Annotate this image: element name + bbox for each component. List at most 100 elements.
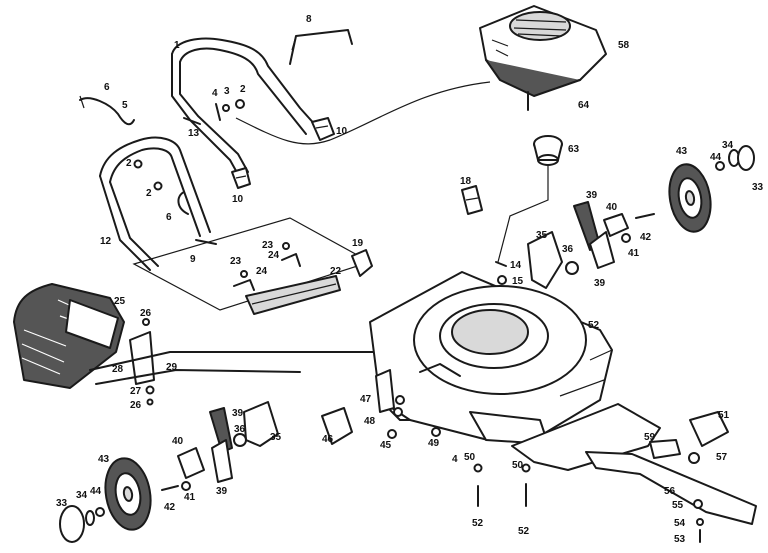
rear-axle-rod xyxy=(89,351,381,371)
bracket-part-18 xyxy=(461,185,483,215)
callout-43-right: 43 xyxy=(676,146,688,157)
mower-blade xyxy=(585,451,757,525)
callout-39-left-top: 39 xyxy=(232,408,244,419)
lever-bracket-left xyxy=(211,439,233,483)
lever-bracket-right xyxy=(589,231,615,269)
callout-26-top: 26 xyxy=(140,308,152,319)
callout-23-left: 23 xyxy=(230,256,242,267)
callout-39-right-top: 39 xyxy=(586,190,598,201)
callout-43-left: 43 xyxy=(98,454,110,465)
callout-52-left: 52 xyxy=(472,518,484,529)
callout-24-left: 24 xyxy=(256,266,268,277)
washer-part-44-left xyxy=(95,507,105,517)
washer-part-47-b xyxy=(393,407,403,417)
callout-51: 51 xyxy=(718,410,730,421)
bolt-part-26-top xyxy=(142,318,150,326)
callout-33-right: 33 xyxy=(752,182,764,193)
callout-44-right: 44 xyxy=(710,152,722,163)
blade-stiffener-part-59 xyxy=(649,439,681,459)
lower-handle xyxy=(99,136,211,271)
bracket-part-6 xyxy=(177,191,189,215)
callout-42-right: 42 xyxy=(640,232,652,243)
wheel-bolt-part-36-right xyxy=(565,261,579,275)
callout-54: 54 xyxy=(674,518,686,529)
knob-part-2-b xyxy=(153,181,163,191)
throttle-cable xyxy=(235,81,491,145)
callout-58: 58 xyxy=(618,40,630,51)
bracket-part-40-right xyxy=(603,213,629,237)
height-adjuster-plate-right xyxy=(527,231,563,289)
wheel-cover-part-33-right xyxy=(737,145,755,171)
washer-part-15 xyxy=(497,275,507,285)
bolt-part-23-b xyxy=(282,242,290,250)
callout-12: 12 xyxy=(100,236,112,247)
washer-part-50-right xyxy=(521,463,531,473)
bolt-part-42-right xyxy=(635,213,655,219)
callout-48: 48 xyxy=(364,416,376,427)
washer-part-54 xyxy=(696,518,704,526)
callout-34-left: 34 xyxy=(76,490,88,501)
callout-40-left: 40 xyxy=(172,436,184,447)
callout-1: 1 xyxy=(174,40,180,51)
callout-4: 4 xyxy=(212,88,218,99)
callout-35-left: 35 xyxy=(270,432,282,443)
bolt-part-23-a xyxy=(240,270,248,278)
bolt-part-4 xyxy=(215,103,221,121)
callout-47: 47 xyxy=(360,394,372,405)
knob-part-2-upper xyxy=(235,99,245,109)
callout-36-left: 36 xyxy=(234,424,246,435)
shaft-centerline xyxy=(497,166,549,263)
bolt-part-9 xyxy=(195,239,217,245)
callout-57: 57 xyxy=(716,452,728,463)
bolt-part-13 xyxy=(183,117,201,125)
callout-49: 49 xyxy=(428,438,440,449)
callout-6: 6 xyxy=(104,82,110,93)
callout-53: 53 xyxy=(674,534,686,545)
callout-2: 2 xyxy=(240,84,246,95)
nut-part-45 xyxy=(387,429,397,439)
wheel-bolt-part-36-left xyxy=(233,433,247,447)
callout-24-right: 24 xyxy=(268,250,280,261)
callout-23-right: 23 xyxy=(262,240,274,251)
callout-14: 14 xyxy=(510,260,522,271)
bolt-part-42-left xyxy=(161,485,179,491)
callout-2-lower-a: 2 xyxy=(126,158,132,169)
callout-27: 27 xyxy=(130,386,142,397)
callout-10-upper: 10 xyxy=(336,126,348,137)
grass-catcher-bag xyxy=(13,283,125,389)
blade-adapter-part-63 xyxy=(533,135,563,166)
callout-4-deck: 4 xyxy=(452,454,458,465)
washer-part-47 xyxy=(395,395,405,405)
bracket-part-24-a xyxy=(233,279,255,291)
upper-handle xyxy=(171,37,319,179)
callout-63: 63 xyxy=(568,144,580,155)
washer-part-50-left xyxy=(473,463,483,473)
nut-part-49 xyxy=(431,427,441,437)
callout-10-lower: 10 xyxy=(232,194,244,205)
shield-part-46 xyxy=(321,407,353,445)
callout-6-lower: 6 xyxy=(166,212,172,223)
cable-clip-lower xyxy=(231,167,251,189)
callout-50-right: 50 xyxy=(512,460,524,471)
washer-part-41-left xyxy=(181,481,191,491)
callout-59: 59 xyxy=(644,432,656,443)
nut-part-27 xyxy=(145,385,155,395)
washer-part-44-right xyxy=(715,161,725,171)
handle-brace-rod xyxy=(289,29,353,65)
callout-5: 5 xyxy=(122,100,128,111)
callout-26-bottom: 26 xyxy=(130,400,142,411)
callout-29: 29 xyxy=(166,362,178,373)
bolt-part-3 xyxy=(222,104,230,112)
callout-52-deck: 52 xyxy=(588,320,600,331)
bolt-part-14 xyxy=(495,261,507,267)
callout-8: 8 xyxy=(306,14,312,25)
rear-door-hinge xyxy=(245,275,341,315)
callout-25: 25 xyxy=(114,296,126,307)
engine xyxy=(479,5,607,97)
callout-2-lower-b: 2 xyxy=(146,188,152,199)
callout-34-right: 34 xyxy=(722,140,734,151)
callout-35-right: 35 xyxy=(536,230,548,241)
mower-deck xyxy=(369,271,613,445)
callout-9: 9 xyxy=(190,254,196,265)
